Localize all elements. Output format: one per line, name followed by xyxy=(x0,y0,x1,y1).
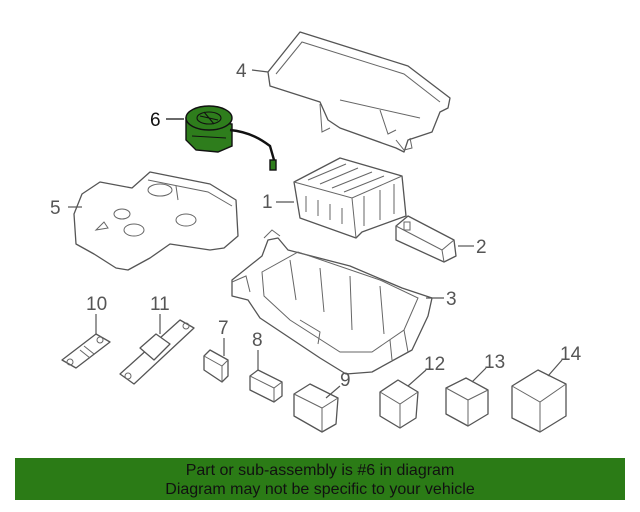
part-6-module[interactable] xyxy=(185,105,277,171)
part-11-mega-fuse[interactable] xyxy=(119,319,195,385)
callout-13[interactable]: 13 xyxy=(484,352,505,373)
callout-1[interactable]: 1 xyxy=(262,192,273,213)
callout-7[interactable]: 7 xyxy=(218,318,229,339)
callout-9[interactable]: 9 xyxy=(340,370,351,391)
part-12-relay[interactable] xyxy=(379,379,419,429)
callout-10[interactable]: 10 xyxy=(86,294,107,315)
part-7-mini-fuse[interactable] xyxy=(203,349,229,383)
banner-line-1: Part or sub-assembly is #6 in diagram xyxy=(185,462,455,479)
part-2-connector[interactable] xyxy=(395,215,457,263)
callout-11[interactable]: 11 xyxy=(150,294,170,315)
part-8-fuse[interactable] xyxy=(249,369,283,403)
part-9-connector[interactable] xyxy=(293,383,339,433)
info-banner: Part or sub-assembly is #6 in diagram Di… xyxy=(15,458,625,500)
part-1-fuse-block[interactable] xyxy=(293,157,407,239)
callout-6[interactable]: 6 xyxy=(150,110,161,131)
part-4-cover[interactable] xyxy=(267,31,451,153)
part-3-housing-tray[interactable] xyxy=(231,229,433,375)
callout-8[interactable]: 8 xyxy=(252,330,263,351)
part-10-fuse[interactable] xyxy=(61,333,111,369)
part-14-relay[interactable] xyxy=(511,369,567,433)
part-13-relay[interactable] xyxy=(445,377,489,427)
callout-14[interactable]: 14 xyxy=(560,344,582,365)
part-5-cover-plate[interactable] xyxy=(73,171,239,271)
callout-12[interactable]: 12 xyxy=(424,354,445,375)
callout-4[interactable]: 4 xyxy=(236,61,247,82)
parts-diagram: 4 6 5 1 2 xyxy=(50,31,582,433)
callout-2[interactable]: 2 xyxy=(476,237,487,258)
banner-line-2: Diagram may not be specific to your vehi… xyxy=(165,481,475,498)
callout-3[interactable]: 3 xyxy=(446,289,457,310)
callout-5[interactable]: 5 xyxy=(50,198,61,219)
